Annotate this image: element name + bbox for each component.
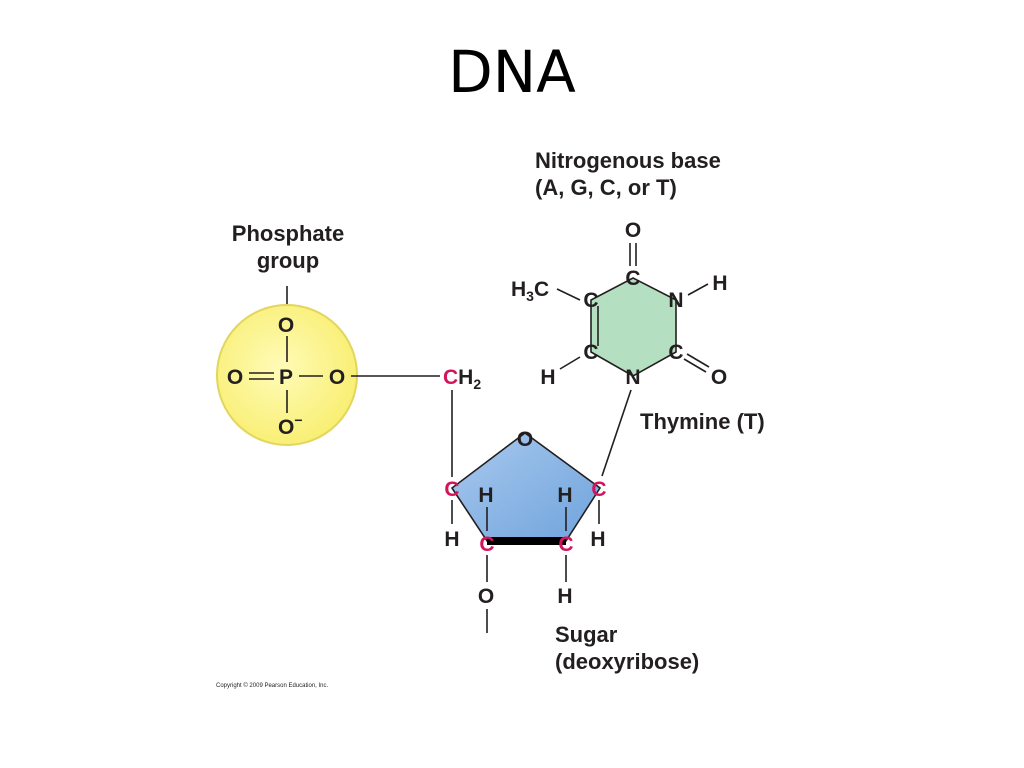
base-ring bbox=[590, 277, 677, 377]
base-c5: C bbox=[583, 289, 598, 312]
phosphate-o-right: O bbox=[329, 366, 345, 389]
base-c6-h-bond bbox=[559, 356, 581, 370]
phosphate-p: P bbox=[279, 366, 293, 389]
sugar-h-c3-up: H bbox=[478, 484, 493, 507]
glycosidic-bond bbox=[601, 389, 632, 477]
base-methyl-bond bbox=[556, 288, 581, 301]
base-o-top: O bbox=[625, 219, 641, 242]
base-c4: C bbox=[625, 267, 640, 290]
thymine-label: Thymine (T) bbox=[640, 409, 765, 434]
sugar-c4: C bbox=[444, 478, 459, 501]
sugar-3-oxygen: O bbox=[478, 585, 494, 608]
base-methyl-group: H3C bbox=[511, 278, 549, 304]
phosphate-o-top: O bbox=[278, 314, 294, 337]
slide-title: DNA bbox=[448, 38, 576, 106]
phosphate-label-line1: Phosphate bbox=[232, 221, 344, 246]
sugar-label-line2: (deoxyribose) bbox=[555, 649, 699, 674]
base-c2-o-bond-1 bbox=[683, 358, 707, 373]
base-n3: N bbox=[668, 289, 683, 312]
sugar-c3: C bbox=[479, 533, 494, 556]
sugar-h-c2-up: H bbox=[557, 484, 572, 507]
sugar-h-c1: H bbox=[590, 528, 605, 551]
base-label-line1: Nitrogenous base bbox=[535, 148, 721, 173]
ch2-group: CH2 bbox=[443, 366, 481, 392]
phosphate-label-line2: group bbox=[257, 248, 319, 273]
phosphate-circle bbox=[216, 304, 358, 446]
sugar-c2: C bbox=[558, 533, 573, 556]
base-n3-h-bond bbox=[687, 283, 709, 296]
phosphate-o-minus: O− bbox=[278, 412, 303, 439]
base-label-line2: (A, G, C, or T) bbox=[535, 175, 677, 200]
sugar-ring-oxygen: O bbox=[517, 428, 533, 451]
sugar-c1: C bbox=[591, 478, 606, 501]
base-c2-o-bond-2 bbox=[686, 353, 710, 368]
base-c2: C bbox=[668, 341, 683, 364]
sugar-h-c4: H bbox=[444, 528, 459, 551]
copyright-notice: Copyright © 2009 Pearson Education, Inc. bbox=[216, 682, 328, 689]
base-o-c2: O bbox=[711, 366, 727, 389]
base-h-n3: H bbox=[712, 272, 727, 295]
sugar-label-line1: Sugar bbox=[555, 622, 618, 647]
base-c6: C bbox=[583, 341, 598, 364]
phosphate-o-left: O bbox=[227, 366, 243, 389]
sugar-h-c2-down: H bbox=[557, 585, 572, 608]
base-n1: N bbox=[625, 366, 640, 389]
base-h-c6: H bbox=[540, 366, 555, 389]
